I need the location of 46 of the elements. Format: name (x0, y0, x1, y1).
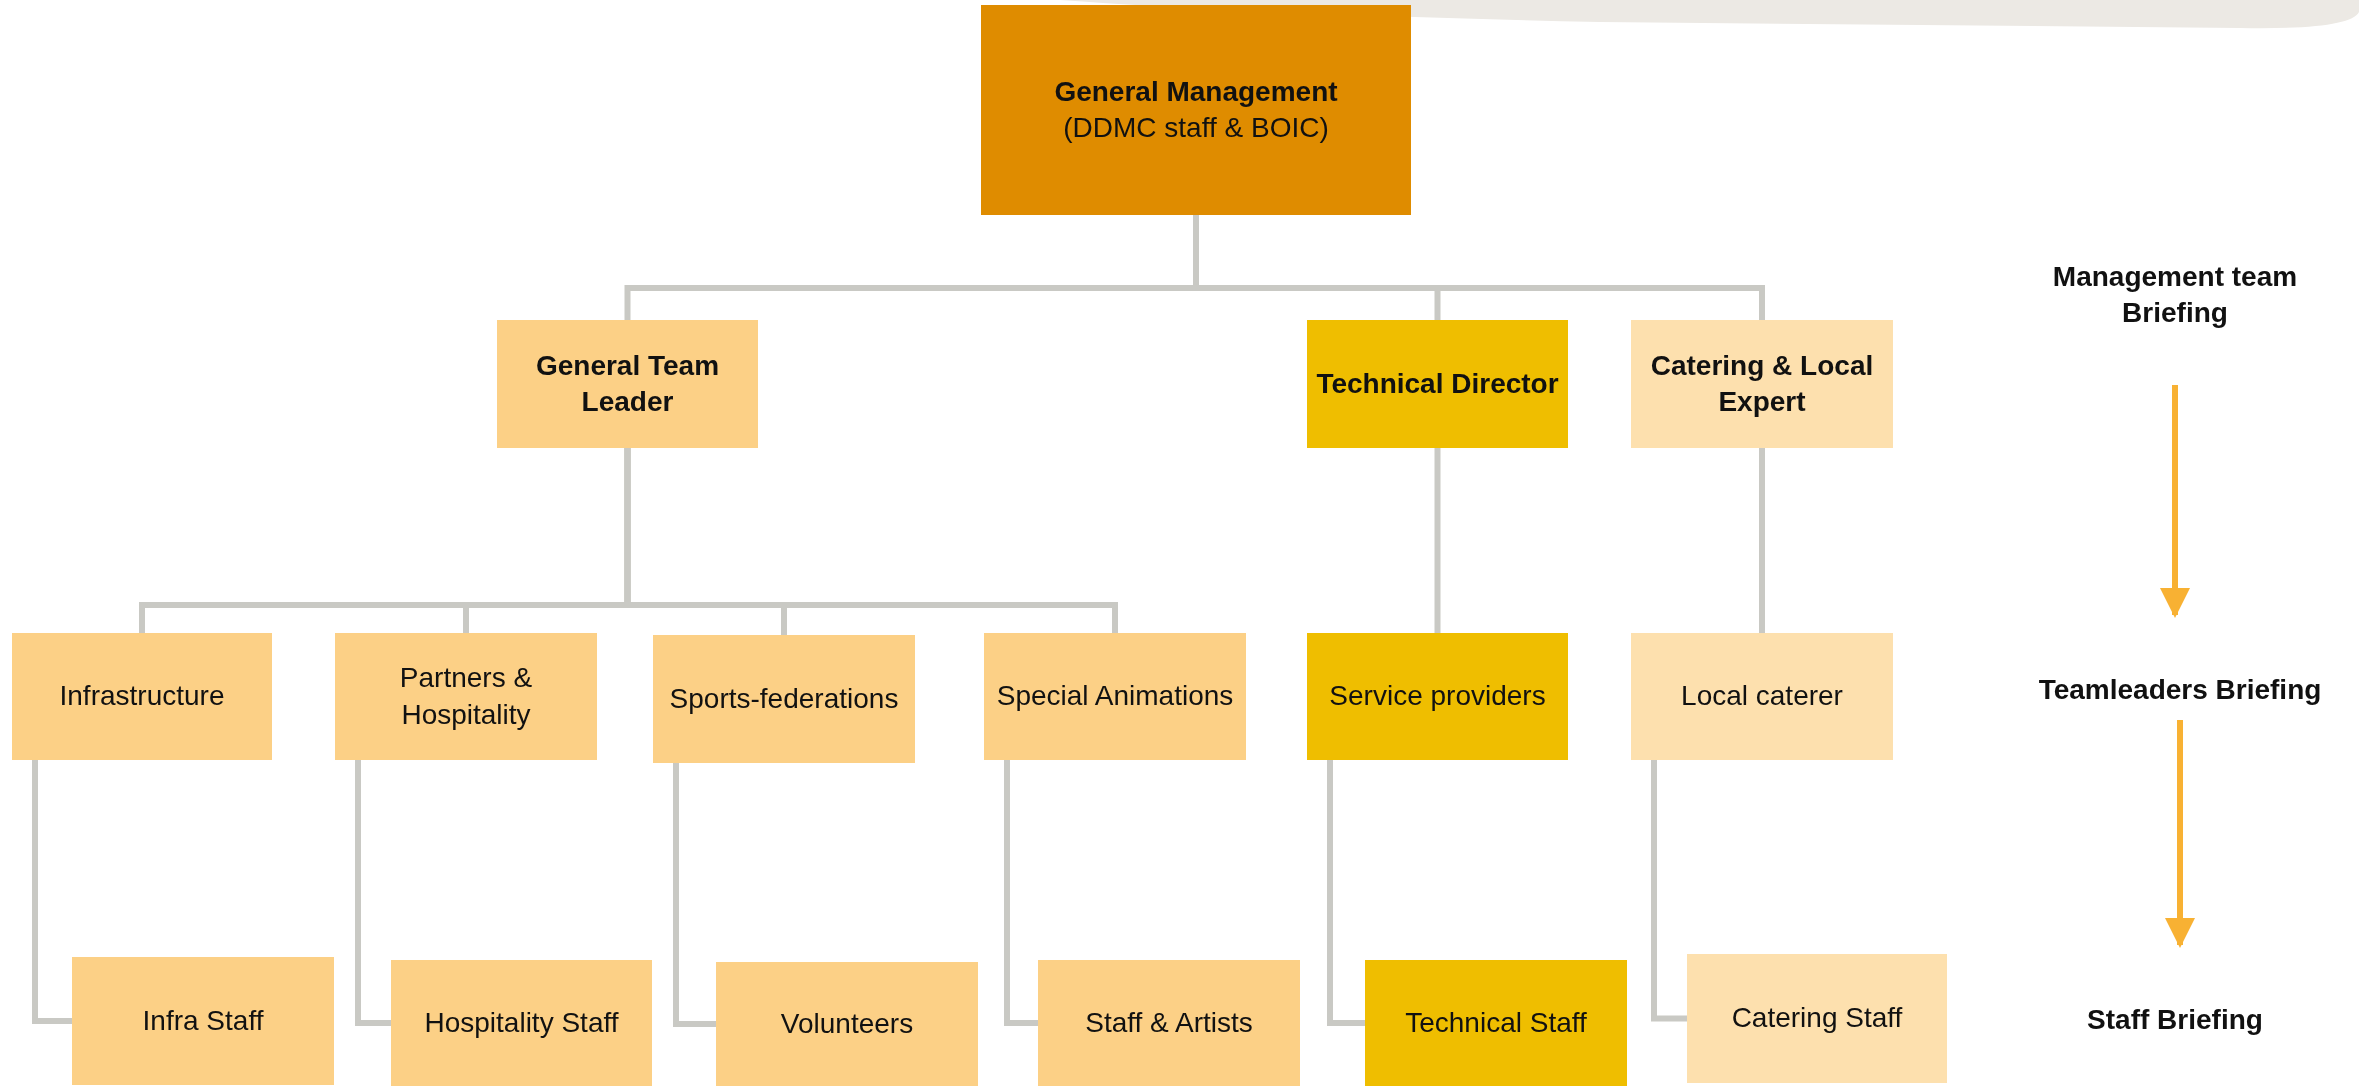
box-text: Technical Staff (1405, 1005, 1587, 1040)
connector-line (1434, 448, 1441, 633)
box-text: Sports-federations (669, 681, 899, 716)
box-text: Local caterer (1681, 679, 1843, 714)
box-text: Service providers (1329, 679, 1546, 714)
box-text: Infrastructure (59, 679, 225, 714)
box-text: Special Animations (996, 679, 1234, 714)
connector-line (1327, 760, 1365, 1026)
org-box (716, 962, 978, 1086)
arrow (2165, 720, 2195, 948)
org-box (497, 320, 758, 448)
briefing-label: Management team Briefing (2030, 250, 2320, 340)
org-box (1631, 633, 1893, 760)
connector-line (1651, 760, 1687, 1022)
box-text: (DDMC staff & BOIC) (1063, 111, 1329, 145)
box-text: Staff & Artists (1085, 1005, 1253, 1040)
box-text: General Team Leader (534, 348, 721, 419)
org-box (1307, 633, 1568, 760)
org-box (335, 633, 597, 760)
connector-line (673, 763, 716, 1027)
briefing-label: Teamleaders Briefing (1980, 660, 2359, 720)
box-text: General Management (1054, 74, 1338, 109)
arrow (2160, 385, 2190, 618)
org-box (1687, 954, 1947, 1083)
briefing-label: Staff Briefing (2060, 990, 2290, 1050)
box-text: Catering Staff (1731, 1001, 1903, 1036)
org-box (984, 633, 1246, 760)
org-box (981, 5, 1411, 215)
org-box (391, 960, 652, 1086)
box-text: Hospitality Staff (424, 1005, 619, 1040)
org-box (1038, 960, 1300, 1086)
org-box (1365, 960, 1627, 1086)
org-box (1631, 320, 1893, 448)
connector-line (1004, 760, 1038, 1026)
connector-line (1759, 448, 1765, 633)
org-box (653, 635, 915, 763)
org-box (1307, 320, 1568, 448)
box-text: Volunteers (780, 1006, 914, 1041)
org-box (72, 957, 334, 1085)
box-text: Catering & Local Expert (1649, 348, 1875, 419)
box-text: Technical Director (1316, 366, 1559, 401)
box-text: Partners & Hospitality (398, 661, 534, 732)
org-box (12, 633, 272, 760)
box-text: Infra Staff (142, 1003, 264, 1038)
connector-line (32, 760, 72, 1024)
connector-line (355, 760, 391, 1026)
